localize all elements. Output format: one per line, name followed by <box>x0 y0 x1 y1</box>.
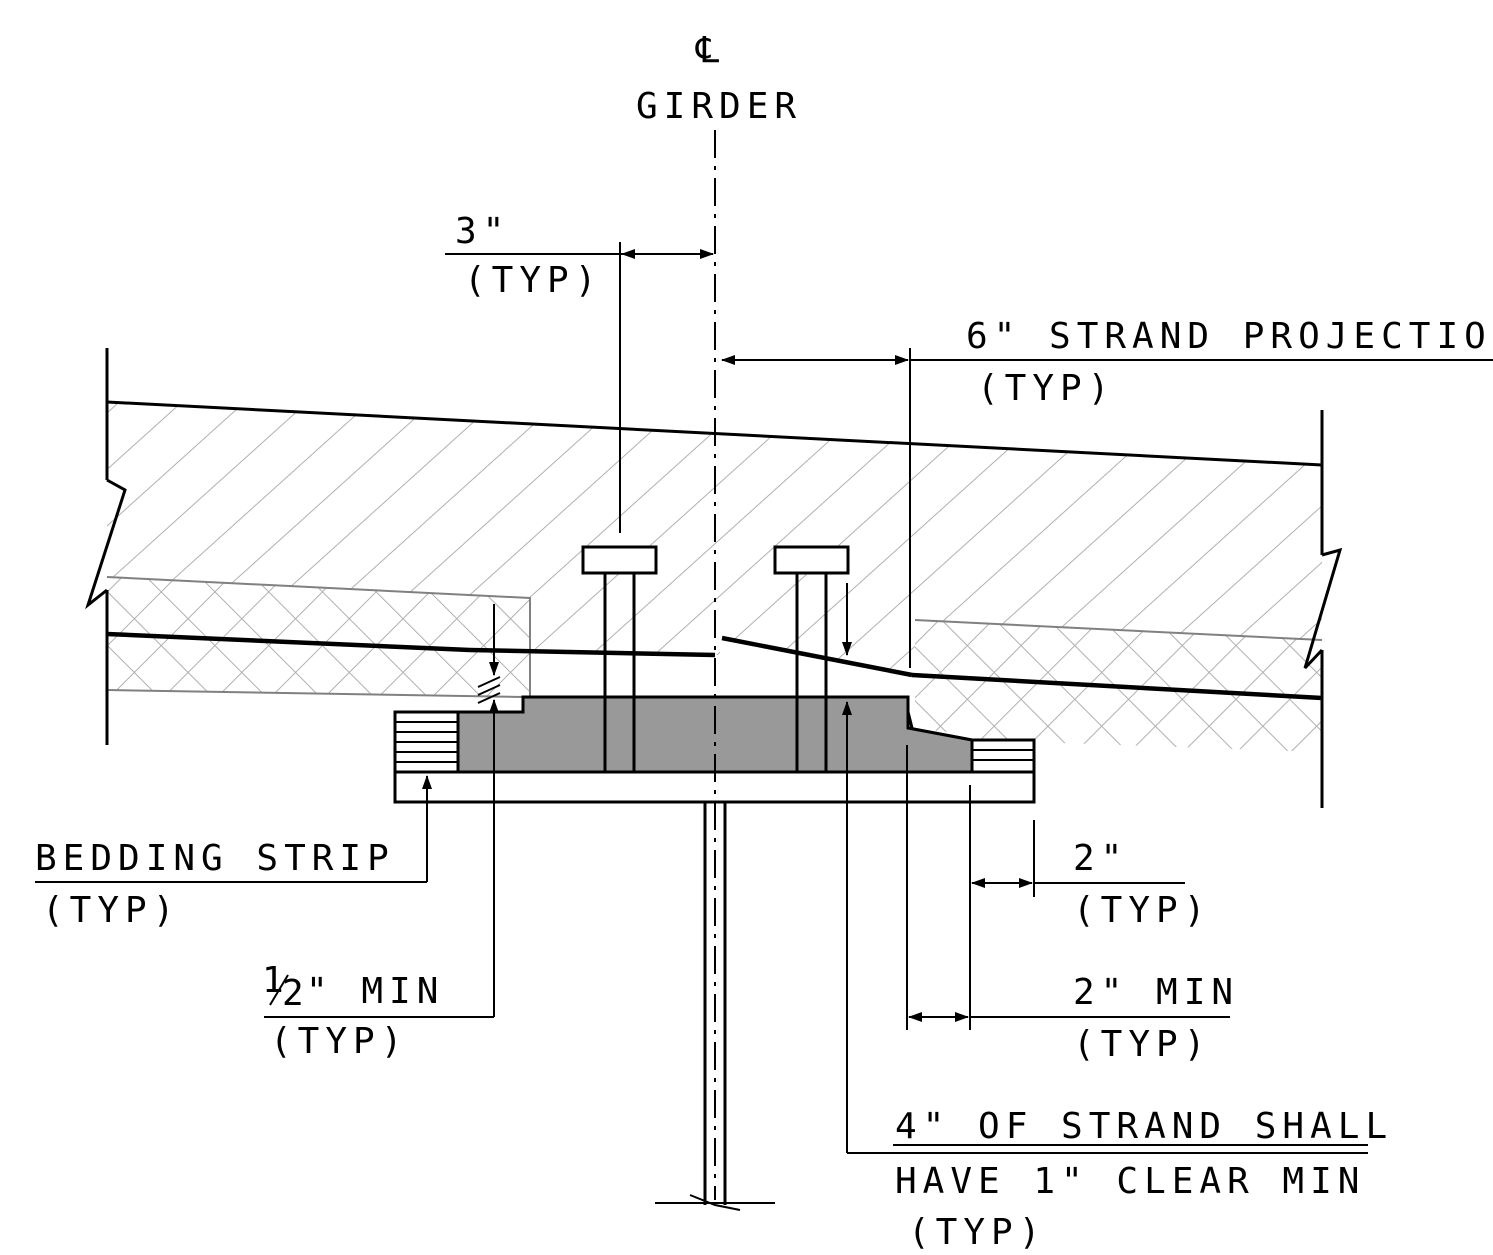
dim-stud-spacing <box>445 242 714 533</box>
strand-clear-line2: HAVE 1" CLEAR MIN <box>895 1161 1365 1202</box>
shear-stud-right <box>773 545 850 772</box>
stud-spacing-note: (TYP) <box>464 260 602 301</box>
bedding-strip-left <box>393 710 460 774</box>
girder-web <box>655 802 775 1211</box>
dim-strand-clear <box>842 583 1368 1154</box>
edge-2in-min-note: (TYP) <box>1073 1024 1211 1065</box>
bedding-strip-right <box>970 738 1036 774</box>
dim-strand-projection <box>721 348 1493 668</box>
right-precast-panel <box>721 619 1323 752</box>
dim-bedding-strip <box>35 775 432 883</box>
strand-clear-note: (TYP) <box>908 1212 1046 1253</box>
edge-2in-min-value: 2" MIN <box>1073 972 1239 1013</box>
dim-edge-2in <box>969 785 1185 1030</box>
half-min-num: 1 <box>262 960 284 1001</box>
strand-projection-note: (TYP) <box>977 368 1115 409</box>
centerline-label: GIRDER <box>636 86 802 127</box>
edge-2in-value: 2" <box>1073 838 1128 879</box>
half-min-den: 2 <box>282 973 304 1014</box>
shear-stud-left <box>581 545 658 772</box>
stud-spacing-value: 3" <box>455 211 510 252</box>
break-line-right <box>1303 410 1343 808</box>
bedding-strip-note: (TYP) <box>42 890 180 931</box>
bedding-strip-value: BEDDING STRIP <box>35 838 395 879</box>
strand-projection-value: 6" STRAND PROJECTION <box>966 316 1493 357</box>
half-min-note: (TYP) <box>270 1021 408 1062</box>
half-min-value: " MIN <box>306 971 444 1012</box>
edge-2in-note: (TYP) <box>1073 890 1211 931</box>
break-line-left <box>85 348 127 745</box>
centerline-symbol: ℄ <box>695 30 719 71</box>
strand-clear-line1: 4" OF STRAND SHALL <box>895 1106 1393 1147</box>
dim-half-min <box>264 604 499 1018</box>
dim-edge-2in-min <box>906 745 1230 1030</box>
